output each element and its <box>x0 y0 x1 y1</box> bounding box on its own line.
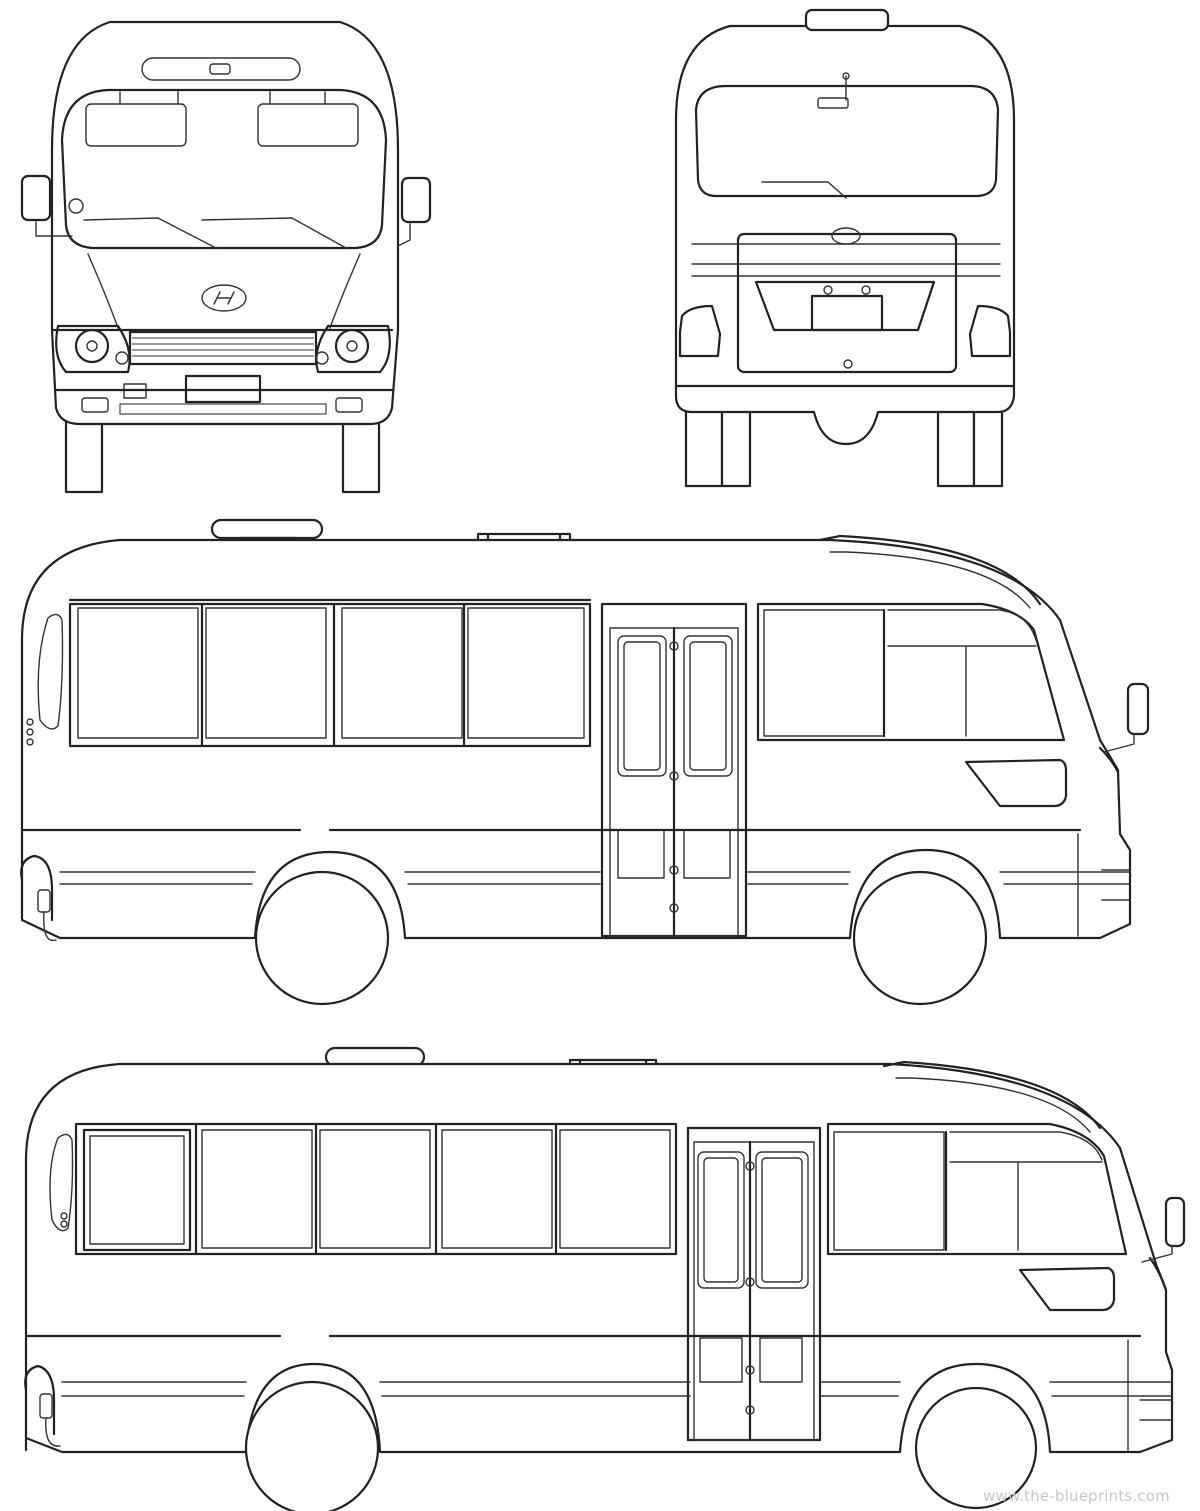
side-view-right <box>20 518 1150 1006</box>
side-view-left <box>24 1046 1186 1511</box>
front-view <box>20 20 432 494</box>
rear-view <box>674 8 1016 488</box>
watermark-text: www.the-blueprints.com <box>983 1487 1170 1505</box>
